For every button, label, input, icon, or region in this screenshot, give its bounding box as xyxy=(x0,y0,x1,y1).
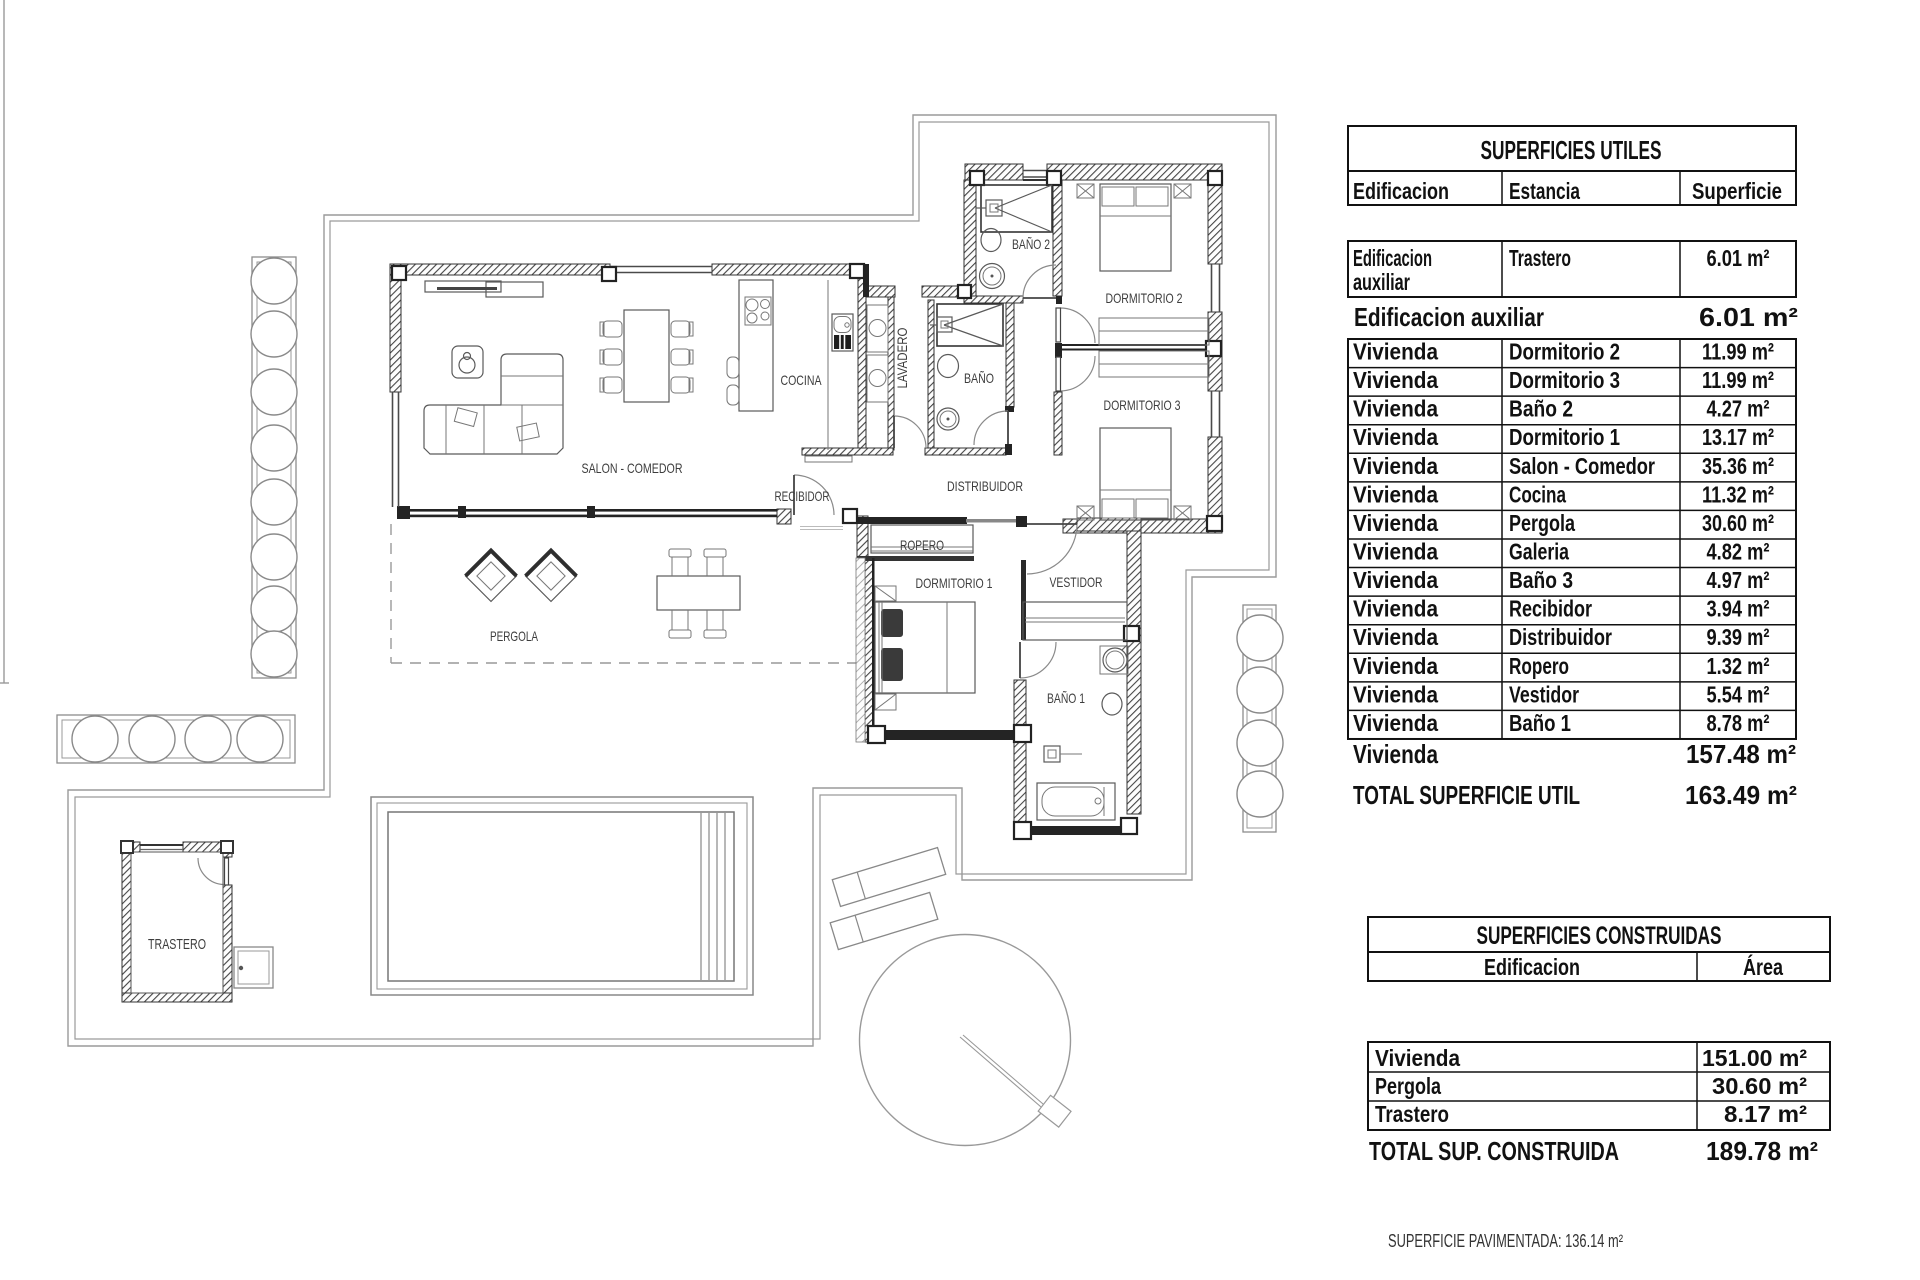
svg-text:Salon - Comedor: Salon - Comedor xyxy=(1509,453,1655,479)
svg-text:Dormitorio 3: Dormitorio 3 xyxy=(1509,367,1620,393)
svg-text:Estancia: Estancia xyxy=(1509,178,1580,204)
svg-text:COCINA: COCINA xyxy=(781,372,822,388)
svg-text:Edificacion: Edificacion xyxy=(1353,245,1432,271)
svg-text:Superficie: Superficie xyxy=(1692,178,1782,204)
svg-text:6.01 m²: 6.01 m² xyxy=(1699,302,1798,332)
svg-text:6.01 m²: 6.01 m² xyxy=(1707,245,1770,271)
svg-text:Trastero: Trastero xyxy=(1509,245,1571,271)
svg-text:BAÑO 2: BAÑO 2 xyxy=(1012,236,1050,252)
svg-text:Vivienda: Vivienda xyxy=(1353,567,1438,593)
svg-text:Pergola: Pergola xyxy=(1509,510,1575,536)
svg-text:4.27 m²: 4.27 m² xyxy=(1707,396,1770,422)
svg-text:TOTAL SUPERFICIE UTIL: TOTAL SUPERFICIE UTIL xyxy=(1353,780,1580,810)
svg-text:8.78 m²: 8.78 m² xyxy=(1707,710,1770,736)
svg-text:Recibidor: Recibidor xyxy=(1509,596,1592,622)
svg-text:Vivienda: Vivienda xyxy=(1353,367,1438,393)
svg-text:Baño 3: Baño 3 xyxy=(1509,567,1573,593)
svg-text:151.00 m²: 151.00 m² xyxy=(1702,1045,1807,1071)
svg-text:BAÑO 1: BAÑO 1 xyxy=(1047,690,1085,706)
svg-text:Vivienda: Vivienda xyxy=(1353,596,1438,622)
svg-text:BAÑO: BAÑO xyxy=(964,370,994,386)
svg-text:Vivienda: Vivienda xyxy=(1353,424,1438,450)
svg-text:4.82 m²: 4.82 m² xyxy=(1707,538,1770,564)
svg-text:1.32 m²: 1.32 m² xyxy=(1707,653,1770,679)
svg-text:4.97 m²: 4.97 m² xyxy=(1707,567,1770,593)
svg-text:9.39 m²: 9.39 m² xyxy=(1707,624,1770,650)
svg-text:Área: Área xyxy=(1743,953,1783,980)
svg-text:ROPERO: ROPERO xyxy=(900,537,944,553)
svg-text:189.78 m²: 189.78 m² xyxy=(1706,1136,1818,1166)
svg-text:DORMITORIO 1: DORMITORIO 1 xyxy=(916,575,993,591)
svg-text:TOTAL SUP. CONSTRUIDA: TOTAL SUP. CONSTRUIDA xyxy=(1369,1136,1619,1166)
svg-text:Edificacion auxiliar: Edificacion auxiliar xyxy=(1354,302,1544,332)
svg-text:Ropero: Ropero xyxy=(1509,653,1569,679)
svg-text:13.17 m²: 13.17 m² xyxy=(1702,424,1774,450)
svg-text:157.48 m²: 157.48 m² xyxy=(1686,739,1796,769)
svg-text:30.60 m²: 30.60 m² xyxy=(1702,510,1774,536)
svg-text:Dormitorio 2: Dormitorio 2 xyxy=(1509,339,1620,365)
svg-text:DORMITORIO 2: DORMITORIO 2 xyxy=(1106,290,1183,306)
svg-text:11.99 m²: 11.99 m² xyxy=(1702,339,1774,365)
svg-text:3.94 m²: 3.94 m² xyxy=(1707,596,1770,622)
svg-text:auxiliar: auxiliar xyxy=(1353,269,1410,295)
svg-text:35.36 m²: 35.36 m² xyxy=(1702,453,1774,479)
svg-text:DORMITORIO 3: DORMITORIO 3 xyxy=(1104,397,1181,413)
svg-text:Distribuidor: Distribuidor xyxy=(1509,624,1612,650)
svg-text:LAVADERO: LAVADERO xyxy=(894,327,910,388)
svg-text:Vivienda: Vivienda xyxy=(1353,681,1438,707)
svg-text:Dormitorio 1: Dormitorio 1 xyxy=(1509,424,1620,450)
svg-text:SUPERFICIES UTILES: SUPERFICIES UTILES xyxy=(1481,135,1662,165)
svg-text:Vivienda: Vivienda xyxy=(1353,339,1438,365)
svg-text:Vestidor: Vestidor xyxy=(1509,681,1579,707)
svg-text:Vivienda: Vivienda xyxy=(1353,538,1438,564)
svg-text:Edificacion: Edificacion xyxy=(1353,178,1449,204)
svg-text:30.60 m²: 30.60 m² xyxy=(1712,1073,1807,1099)
svg-text:Vivienda: Vivienda xyxy=(1353,453,1438,479)
svg-text:Vivienda: Vivienda xyxy=(1375,1045,1460,1071)
svg-text:Vivienda: Vivienda xyxy=(1353,396,1438,422)
svg-text:SUPERFICIES CONSTRUIDAS: SUPERFICIES CONSTRUIDAS xyxy=(1477,922,1722,950)
svg-text:Vivienda: Vivienda xyxy=(1353,481,1438,507)
svg-text:Baño 1: Baño 1 xyxy=(1509,710,1571,736)
svg-text:Vivienda: Vivienda xyxy=(1353,653,1438,679)
svg-text:SUPERFICIE PAVIMENTADA: 136.14: SUPERFICIE PAVIMENTADA: 136.14 m² xyxy=(1388,1231,1623,1251)
svg-text:Cocina: Cocina xyxy=(1509,481,1566,507)
svg-text:Vivienda: Vivienda xyxy=(1353,710,1438,736)
svg-text:DISTRIBUIDOR: DISTRIBUIDOR xyxy=(947,478,1023,494)
svg-text:Trastero: Trastero xyxy=(1375,1101,1449,1127)
svg-text:Pergola: Pergola xyxy=(1375,1073,1441,1099)
svg-text:5.54 m²: 5.54 m² xyxy=(1707,681,1770,707)
svg-text:Baño 2: Baño 2 xyxy=(1509,396,1573,422)
svg-text:SALON - COMEDOR: SALON - COMEDOR xyxy=(582,460,683,476)
svg-text:11.32 m²: 11.32 m² xyxy=(1702,481,1774,507)
svg-text:Vivienda: Vivienda xyxy=(1353,739,1438,769)
svg-text:11.99 m²: 11.99 m² xyxy=(1702,367,1774,393)
svg-text:Vivienda: Vivienda xyxy=(1353,624,1438,650)
svg-text:RECIBIDOR: RECIBIDOR xyxy=(775,488,830,504)
svg-text:8.17 m²: 8.17 m² xyxy=(1724,1101,1807,1127)
svg-text:Edificacion: Edificacion xyxy=(1484,954,1580,980)
svg-text:VESTIDOR: VESTIDOR xyxy=(1050,574,1103,590)
svg-text:TRASTERO: TRASTERO xyxy=(148,936,206,953)
svg-text:PERGOLA: PERGOLA xyxy=(490,628,538,644)
svg-text:163.49 m²: 163.49 m² xyxy=(1685,780,1797,810)
svg-text:Galeria: Galeria xyxy=(1509,538,1569,564)
svg-text:Vivienda: Vivienda xyxy=(1353,510,1438,536)
